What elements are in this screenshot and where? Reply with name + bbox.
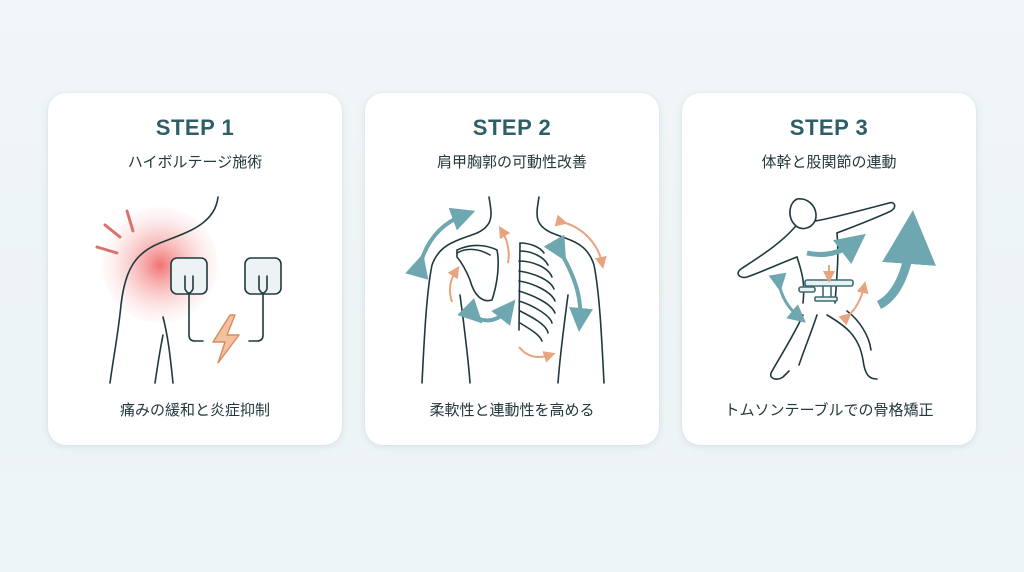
step-title: STEP 1 — [155, 115, 235, 140]
scapula-ribcage-illustration — [402, 185, 622, 385]
figure-outline-icon — [737, 198, 896, 380]
teal-motion-arrow-icon — [768, 210, 936, 323]
orange-motion-arrow-icon — [823, 265, 869, 326]
thompson-table-icon — [798, 279, 854, 302]
pain-burst-icon — [95, 209, 135, 255]
step-title: STEP 2 — [472, 115, 552, 140]
lightning-icon — [212, 314, 240, 364]
step-subtitle: 肩甲胸郭の可動性改善 — [436, 153, 587, 171]
ribcage-icon — [518, 242, 556, 342]
teal-motion-arrow-icon — [405, 207, 593, 332]
trunk-hip-illustration — [719, 185, 939, 385]
shoulder-outline-icon — [109, 196, 219, 384]
orange-motion-arrow-icon — [447, 214, 607, 363]
shoulder-electrode-illustration — [85, 185, 305, 385]
step-caption: 痛みの緩和と炎症抑制 — [119, 401, 270, 419]
step-subtitle: ハイボルテージ施術 — [127, 153, 263, 171]
step-title: STEP 3 — [789, 115, 869, 140]
electrode-pad-icon — [244, 257, 282, 342]
step-subtitle: 体幹と股関節の連動 — [761, 153, 897, 171]
electrode-pad-icon — [170, 257, 208, 342]
step-card-2: STEP 2 肩甲胸郭の可動性改善 — [365, 93, 659, 445]
step-card-1: STEP 1 ハイボルテージ施術 — [48, 93, 342, 445]
scapula-icon — [456, 244, 499, 302]
step-caption: トムソンテーブルでの骨格矯正 — [724, 401, 934, 419]
step-caption: 柔軟性と連動性を高める — [429, 401, 595, 419]
step-card-3: STEP 3 体幹と股関節の連動 — [682, 93, 976, 445]
